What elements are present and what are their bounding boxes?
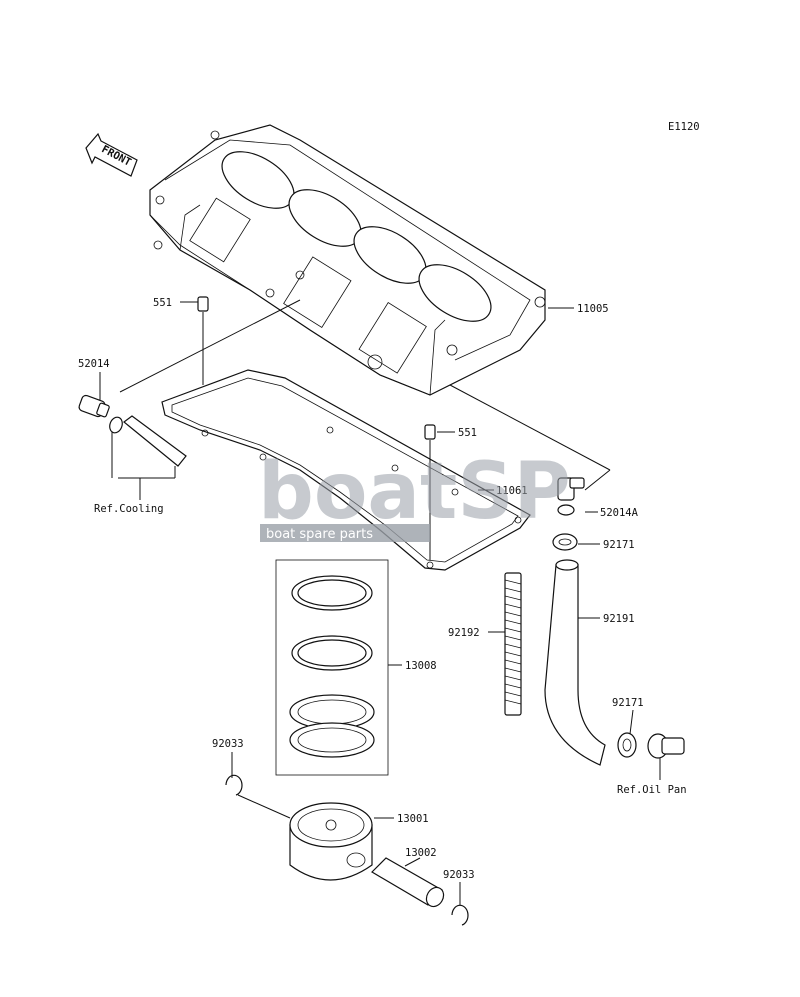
circlip-left[interactable] [225, 774, 243, 796]
callout-ring-set: 13008 [405, 660, 437, 672]
cylinder-bore-4 [418, 264, 492, 322]
watermark-tagline: boat spare parts [266, 527, 373, 542]
callout-cylinder: 11005 [577, 303, 609, 315]
water-fitting-left[interactable] [78, 394, 124, 434]
piston-rings[interactable] [289, 575, 375, 758]
watermark-logo: boatSP boat spare parts [258, 447, 571, 542]
figure-code: E1120 [668, 121, 700, 133]
piston-ring-set-box [275, 559, 389, 776]
hose-clamp-lower[interactable] [617, 732, 637, 758]
callout-circlip-right: 92033 [443, 869, 475, 881]
callout-dowel-upper: 551 [153, 297, 172, 309]
callout-piston: 13001 [397, 813, 429, 825]
callout-stud: 92192 [448, 627, 480, 639]
callout-clamp-upper: 92171 [603, 539, 635, 551]
cooling-pipe[interactable] [123, 415, 187, 467]
leader-lines [99, 299, 661, 905]
callout-clamp-lower: 92171 [612, 697, 644, 709]
cylinder-gasket[interactable] [161, 369, 531, 571]
callout-circlip-left: 92033 [212, 738, 244, 750]
hose-clamp-upper[interactable] [552, 533, 578, 551]
callout-gasket: 11061 [496, 485, 528, 497]
cylinder-block[interactable] [149, 124, 546, 396]
watermark-brand: boatSP [258, 447, 571, 537]
circlip-right[interactable] [451, 904, 469, 926]
dowel-pin-lower[interactable] [424, 424, 436, 440]
callout-pin: 13002 [405, 847, 437, 859]
piston-pin[interactable] [371, 857, 447, 910]
callout-dowel-lower: 551 [458, 427, 477, 439]
stud-bolt[interactable] [504, 572, 522, 716]
ref-oil-pan-label: Ref.Oil Pan [617, 784, 687, 796]
piston[interactable] [289, 802, 373, 881]
oil-pan-fitting[interactable] [647, 733, 685, 759]
oil-hose[interactable] [544, 559, 606, 766]
callout-fitting-right: 52014A [600, 507, 639, 519]
dowel-pin-upper[interactable] [197, 296, 209, 312]
ref-cooling-label: Ref.Cooling [94, 503, 164, 515]
callout-fitting-left: 52014 [78, 358, 110, 370]
front-arrow-icon: FRONT [85, 132, 138, 177]
water-fitting-right[interactable] [557, 477, 585, 516]
callout-hose: 92191 [603, 613, 635, 625]
